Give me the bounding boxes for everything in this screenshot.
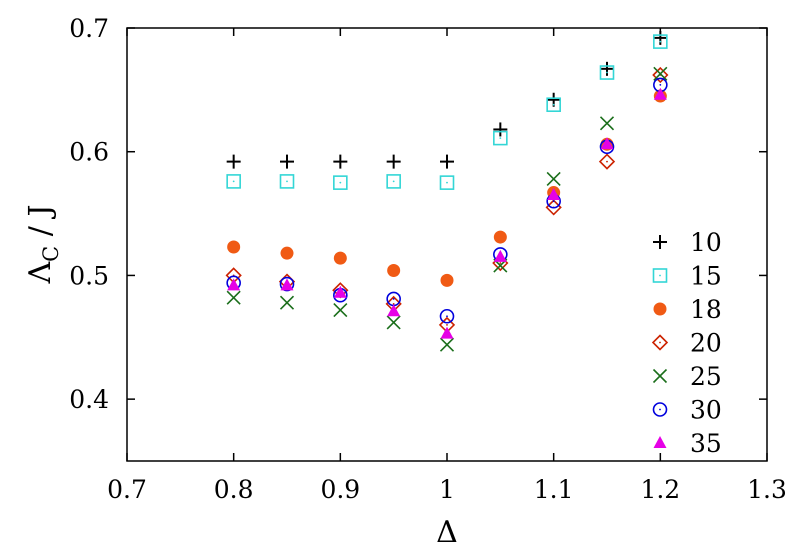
data-point-35 bbox=[653, 87, 667, 100]
data-point-25 bbox=[226, 290, 241, 305]
data-point-35 bbox=[280, 278, 294, 291]
x-tick-label: 1.2 bbox=[640, 475, 680, 504]
data-point-15 bbox=[226, 174, 241, 189]
y-tick-label: 0.7 bbox=[69, 14, 109, 43]
data-point-15 bbox=[279, 174, 295, 189]
y-tick-label: 0.5 bbox=[69, 261, 109, 290]
y-tick-label: 0.6 bbox=[69, 138, 109, 167]
data-point-18 bbox=[493, 230, 507, 244]
legend-marker-20 bbox=[651, 334, 669, 351]
x-tick-label: 1 bbox=[439, 475, 455, 504]
data-point-25 bbox=[599, 116, 615, 131]
legend-label-10: 10 bbox=[690, 228, 722, 257]
y-axis-label-rest: / J bbox=[23, 205, 58, 246]
legend-marker-18 bbox=[653, 302, 667, 316]
data-point-18 bbox=[333, 251, 347, 265]
y-axis: 0.4 0.5 0.6 0.7 bbox=[69, 14, 767, 414]
data-point-15 bbox=[546, 97, 561, 113]
plot-frame bbox=[126, 27, 768, 462]
data-point-10 bbox=[333, 154, 348, 169]
y-axis-label-sub: C bbox=[39, 246, 63, 262]
legend-label-20: 20 bbox=[690, 329, 722, 358]
data-point-15 bbox=[439, 175, 455, 190]
data-point-35 bbox=[600, 137, 614, 150]
legend-marker-15 bbox=[652, 268, 668, 283]
data-point-10 bbox=[600, 61, 614, 76]
data-point-18 bbox=[227, 240, 241, 254]
data-point-35 bbox=[493, 249, 507, 262]
data-point-25 bbox=[279, 295, 295, 310]
data-point-18 bbox=[440, 273, 454, 287]
legend-label-18: 18 bbox=[690, 295, 722, 324]
data-point-15 bbox=[386, 174, 401, 189]
data-point-35 bbox=[387, 304, 401, 317]
data-point-10 bbox=[493, 122, 508, 137]
data-point-20 bbox=[598, 153, 616, 170]
legend-label-25: 25 bbox=[690, 362, 722, 391]
data-point-25 bbox=[546, 171, 561, 186]
x-axis-label: Δ bbox=[436, 515, 458, 550]
legend-marker-30 bbox=[652, 402, 668, 417]
data-point-25 bbox=[439, 337, 455, 352]
x-axis: 0.7 0.8 0.9 1 1.1 1.2 1.3 bbox=[107, 28, 787, 504]
data-point-18 bbox=[280, 246, 294, 260]
data-point-15 bbox=[333, 175, 348, 190]
data-point-25 bbox=[333, 303, 348, 318]
data-point-10 bbox=[226, 154, 241, 169]
data-point-35 bbox=[547, 188, 561, 201]
legend-marker-25 bbox=[652, 368, 668, 384]
data-point-25 bbox=[386, 315, 401, 330]
data-point-35 bbox=[440, 326, 454, 339]
data-point-10 bbox=[280, 154, 294, 169]
legend: 10 15 18 20 25 30 35 bbox=[651, 228, 722, 458]
data-markers bbox=[225, 30, 669, 352]
y-tick-label: 0.4 bbox=[69, 385, 109, 414]
data-point-30 bbox=[439, 308, 455, 324]
legend-label-15: 15 bbox=[690, 262, 722, 291]
y-axis-label: ΛC / J bbox=[23, 205, 63, 285]
y-axis-label-main: Λ bbox=[23, 261, 58, 284]
data-point-15 bbox=[493, 130, 508, 146]
data-point-10 bbox=[440, 154, 454, 169]
x-tick-label: 1.3 bbox=[747, 475, 787, 504]
legend-label-30: 30 bbox=[690, 396, 722, 425]
x-tick-label: 0.8 bbox=[214, 475, 254, 504]
data-point-35 bbox=[227, 278, 241, 291]
data-point-15 bbox=[599, 65, 615, 80]
data-point-15 bbox=[653, 34, 668, 49]
legend-label-35: 35 bbox=[690, 429, 722, 458]
data-point-10 bbox=[386, 154, 401, 169]
data-point-35 bbox=[333, 285, 347, 298]
data-point-25 bbox=[653, 66, 668, 81]
x-tick-label: 0.9 bbox=[320, 475, 360, 504]
x-tick-label: 1.1 bbox=[534, 475, 574, 504]
data-point-18 bbox=[387, 263, 401, 277]
data-point-10 bbox=[653, 30, 668, 45]
legend-marker-35 bbox=[653, 436, 667, 448]
legend-marker-10 bbox=[653, 235, 667, 249]
x-tick-label: 0.7 bbox=[107, 475, 147, 504]
